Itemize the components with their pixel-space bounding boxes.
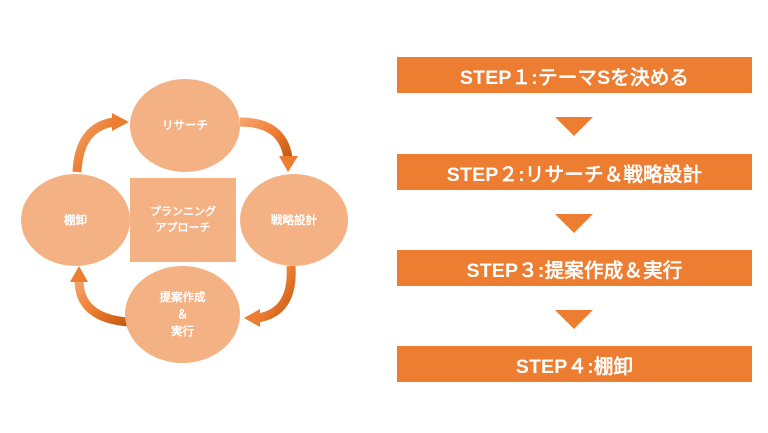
curved-arrow-icon [239,117,298,172]
curved-arrow-icon [244,265,296,327]
cycle-node-label: リサーチ [162,118,208,133]
cycle-center-label: プランニング アプローチ [150,204,216,235]
cycle-node-strategy: 戦略設計 [240,174,348,266]
cycle-node-label: 棚卸 [64,212,87,227]
cycle-node-proposal: 提案作成 ＆ 実行 [125,266,240,363]
step-label: STEP４:棚卸 [515,355,634,378]
step-2-bar: STEP２:リサーチ＆戦略設計 [397,154,752,190]
step-3-bar: STEP３:提案作成＆実行 [397,250,752,286]
step-4-bar: STEP４:棚卸 [397,346,752,382]
curved-arrow-icon [72,113,129,173]
down-arrow-icon [555,214,593,233]
down-arrow-icon [555,310,593,329]
step-label: STEP３:提案作成＆実行 [466,259,683,282]
step-1-bar: STEP１:テーマSを決める [397,57,752,93]
cycle-center-box: プランニング アプローチ [130,178,236,262]
cycle-node-research: リサーチ [130,79,240,172]
step-label: STEP２:リサーチ＆戦略設計 [446,163,703,186]
step-label: STEP１:テーマSを決める [459,66,690,89]
cycle-node-inventory: 棚卸 [21,174,130,266]
cycle-node-label: 戦略設計 [271,212,317,227]
curved-arrow-icon [70,266,129,327]
down-arrow-icon [555,117,593,136]
cycle-node-label: 提案作成 ＆ 実行 [159,290,206,338]
